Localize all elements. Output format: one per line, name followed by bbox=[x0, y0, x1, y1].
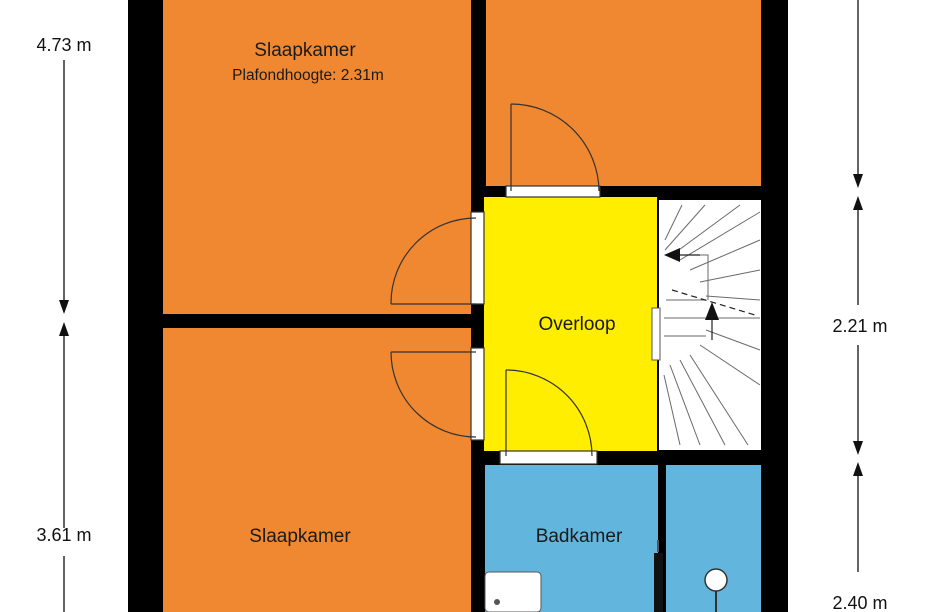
stair-arrow-left-icon bbox=[664, 248, 680, 262]
stair-arrow-up-icon bbox=[705, 302, 719, 320]
room-ceiling-height: Plafondhoogte: 2.31m bbox=[232, 67, 384, 84]
doors bbox=[390, 103, 601, 465]
dimension-right-middle: 2.21 m bbox=[832, 316, 887, 336]
room-landing bbox=[484, 197, 657, 451]
dimension-left-bottom: 3.61 m bbox=[36, 525, 91, 545]
dimension-left-top: 4.73 m bbox=[36, 35, 91, 55]
dimension-arrows bbox=[59, 174, 863, 476]
room-bedroom-bottom bbox=[163, 328, 471, 612]
room-label-bathroom: Badkamer bbox=[536, 526, 623, 547]
room-bedroom-topright bbox=[486, 0, 761, 186]
bathroom-fixtures bbox=[484, 540, 728, 612]
staircase bbox=[651, 200, 761, 450]
room-label-bedroom-top: Slaapkamer bbox=[254, 40, 356, 61]
room-bedroom-top bbox=[163, 0, 471, 314]
shower-head-icon bbox=[704, 568, 728, 592]
dimension-lines bbox=[63, 0, 859, 612]
sink-icon bbox=[484, 571, 542, 612]
dimension-right-bottom: 2.40 m bbox=[832, 593, 887, 612]
room-label-bedroom-bottom: Slaapkamer bbox=[249, 526, 351, 547]
room-label-landing: Overloop bbox=[538, 314, 615, 335]
stair-handrail bbox=[651, 307, 661, 361]
shower-wall bbox=[654, 553, 663, 612]
